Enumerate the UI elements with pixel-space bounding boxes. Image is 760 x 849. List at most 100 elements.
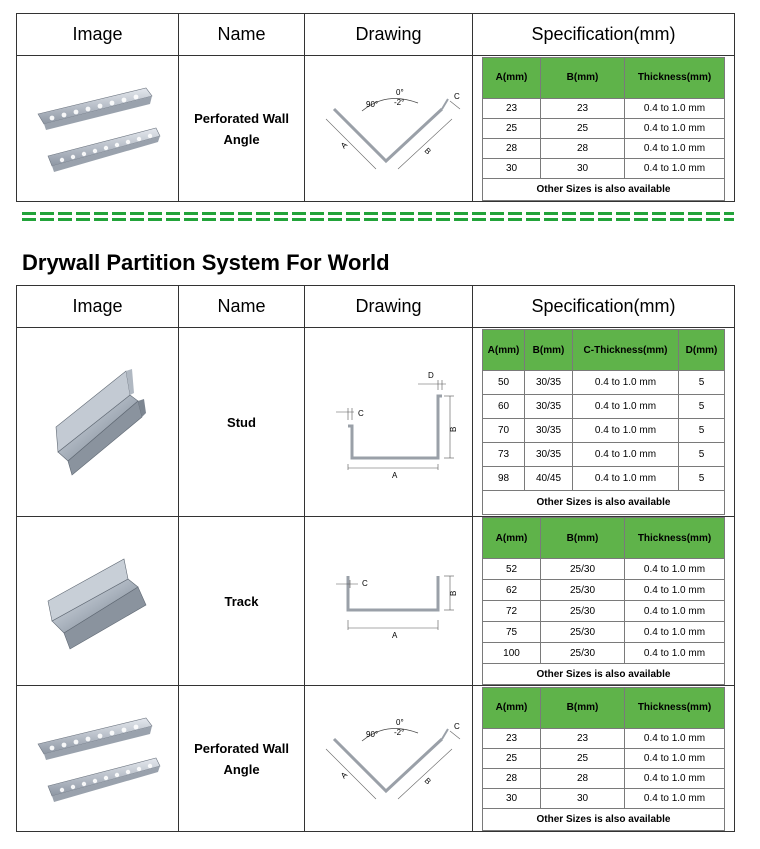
track-label-b: B: [449, 591, 458, 596]
angle2-image-cell: [16, 685, 179, 832]
angle2-name-line2: Angle: [223, 761, 260, 777]
stud-spec-h3: D(mm): [678, 329, 725, 371]
angle-spec-footer: Other Sizes is also available: [482, 177, 725, 201]
angle-spec-cell: 0.4 to 1.0 mm: [624, 117, 725, 139]
angle2-drawing-cell: 90° 0° -2° A B C: [304, 685, 473, 832]
stud-spec-cell: 73: [482, 442, 525, 467]
track-spec-cell: 100: [482, 642, 541, 664]
track-spec-cell: 0.4 to 1.0 mm: [624, 558, 725, 580]
angle2-spec-cell: 0.4 to 1.0 mm: [624, 747, 725, 769]
angle-spec-cell: 0.4 to 1.0 mm: [624, 97, 725, 119]
angle-label-0: 0°: [396, 88, 404, 97]
stud-spec-cell: 40/45: [524, 466, 573, 491]
angle2-spec-cell: 30: [482, 787, 541, 809]
stud-label-b: B: [449, 427, 458, 432]
angle-label-c: C: [454, 92, 460, 101]
stud-spec-cell: 30/35: [524, 442, 573, 467]
angle2-label-b: B: [422, 776, 432, 786]
angle-spec-cell: 28: [540, 137, 625, 159]
angle-spec-cell: 30: [540, 157, 625, 179]
angle2-spec-cell: 25: [540, 747, 625, 769]
stud-label-c: C: [358, 409, 364, 418]
track-spec-cell: 72: [482, 600, 541, 622]
stud-spec-footer: Other Sizes is also available: [482, 490, 725, 515]
track-spec-cell: 0.4 to 1.0 mm: [624, 579, 725, 601]
green-dashed-divider: [22, 212, 734, 226]
track-photo: [47, 558, 146, 650]
header-drawing: Drawing: [304, 13, 473, 56]
track-name-cell: Track: [178, 516, 305, 686]
stud-spec-cell: 0.4 to 1.0 mm: [572, 466, 679, 491]
stud-spec-cell: 0.4 to 1.0 mm: [572, 394, 679, 419]
angle-drawing: 90° 0° -2° A B C: [325, 88, 460, 169]
stud-spec-cell: 0.4 to 1.0 mm: [572, 418, 679, 443]
track-spec-cell: 25/30: [540, 642, 625, 664]
angle-spec-cell: 28: [482, 137, 541, 159]
angle2-spec-cell: 28: [482, 767, 541, 789]
angle2-name-line1: Perforated Wall: [194, 740, 289, 756]
stud-spec-cell: 98: [482, 466, 525, 491]
angle-spec-h2: Thickness(mm): [624, 56, 725, 99]
track-label-a: A: [392, 631, 398, 640]
angle-drawing-cell: 90° 0° -2° A B C: [304, 55, 473, 202]
angle-label-2: -2°: [394, 98, 404, 107]
header-spec: Specification(mm): [472, 285, 735, 328]
angle2-label-0: 0°: [396, 718, 404, 727]
angle2-spec-h1: B(mm): [540, 686, 625, 729]
header-name: Name: [178, 285, 305, 328]
stud-spec-cell: 5: [678, 466, 725, 491]
angle2-name-cell: Perforated Wall Angle: [178, 685, 305, 832]
stud-spec-cell: 5: [678, 394, 725, 419]
angle2-spec-cell: 30: [540, 787, 625, 809]
angle-name-line1: Perforated Wall: [194, 110, 289, 126]
header-name: Name: [178, 13, 305, 56]
angle-spec-cell: 0.4 to 1.0 mm: [624, 137, 725, 159]
angle-spec-cell: 30: [482, 157, 541, 179]
track-image-cell: [16, 516, 179, 686]
track-spec-h0: A(mm): [482, 517, 541, 559]
angle2-spec-h2: Thickness(mm): [624, 686, 725, 729]
stud-drawing-cell: D C B A: [304, 327, 473, 517]
angle2-spec-cell: 0.4 to 1.0 mm: [624, 787, 725, 809]
angle2-spec-h0: A(mm): [482, 686, 541, 729]
track-spec-cell: 62: [482, 579, 541, 601]
angle-label-b: B: [422, 146, 432, 156]
angle-name-line2: Angle: [223, 131, 260, 147]
track-name: Track: [224, 593, 259, 609]
stud-label-a: A: [392, 471, 398, 480]
stud-spec-cell: 0.4 to 1.0 mm: [572, 442, 679, 467]
track-spec-cell: 52: [482, 558, 541, 580]
stud-image-cell: [16, 327, 179, 517]
track-spec-cell: 75: [482, 621, 541, 643]
track-spec-cell: 25/30: [540, 621, 625, 643]
angle-spec-h0: A(mm): [482, 56, 541, 99]
track-spec-cell: 0.4 to 1.0 mm: [624, 642, 725, 664]
angle-spec-cell: 25: [482, 117, 541, 139]
angle-spec-cell: 0.4 to 1.0 mm: [624, 157, 725, 179]
stud-name: Stud: [227, 414, 256, 430]
section-title: Drywall Partition System For World: [22, 250, 390, 275]
stud-spec-h2: C-Thickness(mm): [572, 329, 679, 371]
stud-spec-cell: 70: [482, 418, 525, 443]
header-spec: Specification(mm): [472, 13, 735, 56]
stud-spec-cell: 5: [678, 418, 725, 443]
angle2-spec-cell: 23: [482, 727, 541, 749]
track-spec-cell: 25/30: [540, 579, 625, 601]
stud-spec-cell: 0.4 to 1.0 mm: [572, 370, 679, 395]
angle2-spec-footer: Other Sizes is also available: [482, 807, 725, 831]
stud-spec-cell: 30/35: [524, 370, 573, 395]
angle-spec-cell: 25: [540, 117, 625, 139]
angle2-label-a: A: [339, 769, 350, 780]
angle-name-cell: Perforated Wall Angle: [178, 55, 305, 202]
angle2-spec-cell: 28: [540, 767, 625, 789]
stud-spec-h1: B(mm): [524, 329, 573, 371]
angle-drawing: 90° 0° -2° A B C: [325, 718, 460, 799]
track-spec-cell: 0.4 to 1.0 mm: [624, 621, 725, 643]
track-spec-cell: 0.4 to 1.0 mm: [624, 600, 725, 622]
